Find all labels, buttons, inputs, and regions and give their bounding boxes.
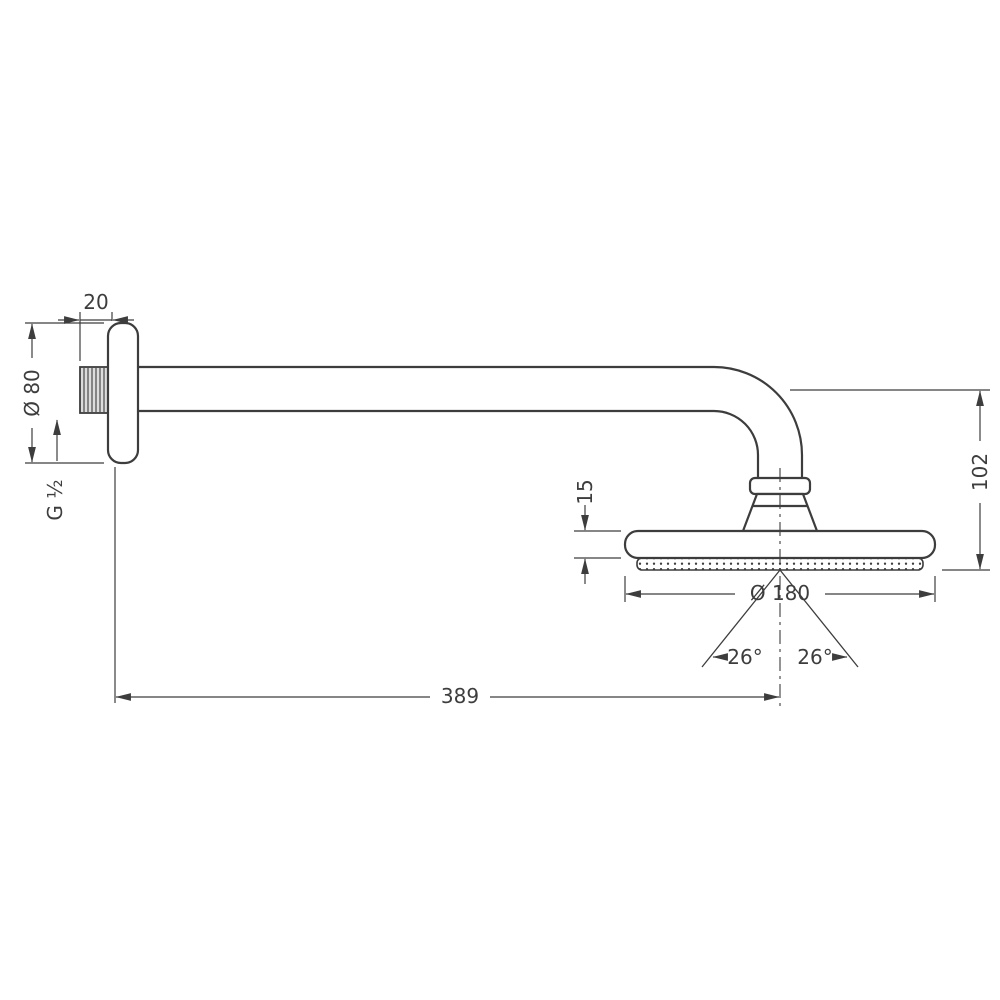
dim-head-thickness: 15: [573, 479, 621, 584]
thread-hatch: [83, 368, 105, 412]
dim-label-head-thickness: 15: [573, 479, 597, 504]
dim-label-head-diameter: Ø 180: [750, 581, 810, 605]
dim-drop-height: 102: [790, 389, 992, 571]
thread-nipple: [79, 366, 109, 414]
spray-angle-lines: [701, 569, 859, 668]
dim-label-spray-angle-left: 26°: [727, 645, 762, 669]
dim-label-thread-size: G ½: [43, 479, 67, 520]
dim-thread-size: G ½: [43, 419, 67, 521]
dim-wall-offset: 20: [58, 290, 134, 361]
dim-spray-angles: 26° 26°: [712, 645, 848, 669]
dim-flange-diameter: Ø 80: [20, 322, 104, 464]
dim-label-drop-height: 102: [968, 453, 992, 491]
dim-label-arm-length: 389: [441, 684, 479, 708]
dim-label-wall-offset: 20: [83, 290, 108, 314]
dim-head-diameter: Ø 180: [624, 576, 936, 605]
shower-arm: [136, 365, 804, 480]
dim-label-flange-diameter: Ø 80: [20, 369, 44, 417]
wall-flange: [106, 321, 140, 465]
dim-arm-length: 389: [114, 467, 780, 708]
dim-label-spray-angle-right: 26°: [797, 645, 832, 669]
